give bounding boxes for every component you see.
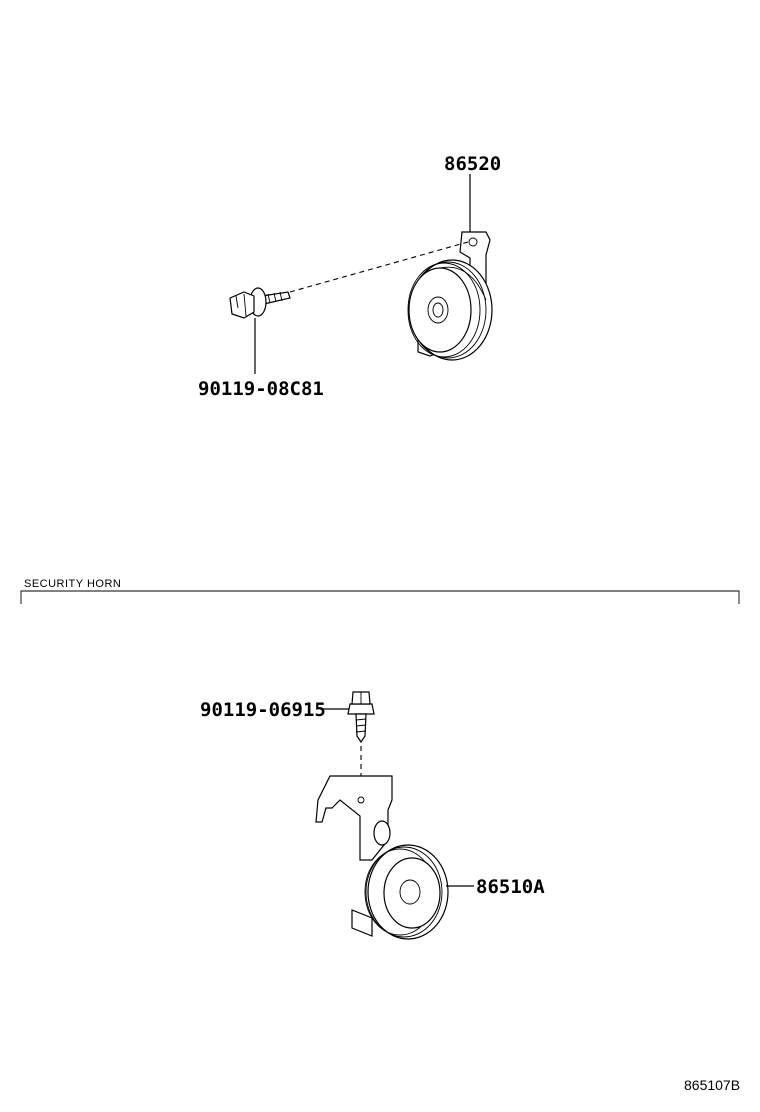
horn-86510A[interactable] xyxy=(315,775,449,940)
upper-horn-assembly: 86520 90119-08C xyxy=(198,153,501,400)
bolt-90119-06915[interactable] xyxy=(347,691,375,744)
horn-86520[interactable] xyxy=(407,231,493,361)
part-number-86510A[interactable]: 86510A xyxy=(476,876,545,898)
section-bracket xyxy=(20,590,740,604)
bolt-90119-08C81[interactable] xyxy=(229,287,291,319)
part-number-90119-08C81[interactable]: 90119-08C81 xyxy=(198,378,324,400)
mounting-line-upper xyxy=(289,241,469,293)
part-number-86520[interactable]: 86520 xyxy=(444,153,501,175)
section-label: SECURITY HORN xyxy=(24,578,121,590)
security-horn-section: SECURITY HORN 90119-06915 86 xyxy=(20,578,740,940)
diagram-id: 865107B xyxy=(684,1077,740,1093)
part-number-90119-06915[interactable]: 90119-06915 xyxy=(200,699,326,721)
